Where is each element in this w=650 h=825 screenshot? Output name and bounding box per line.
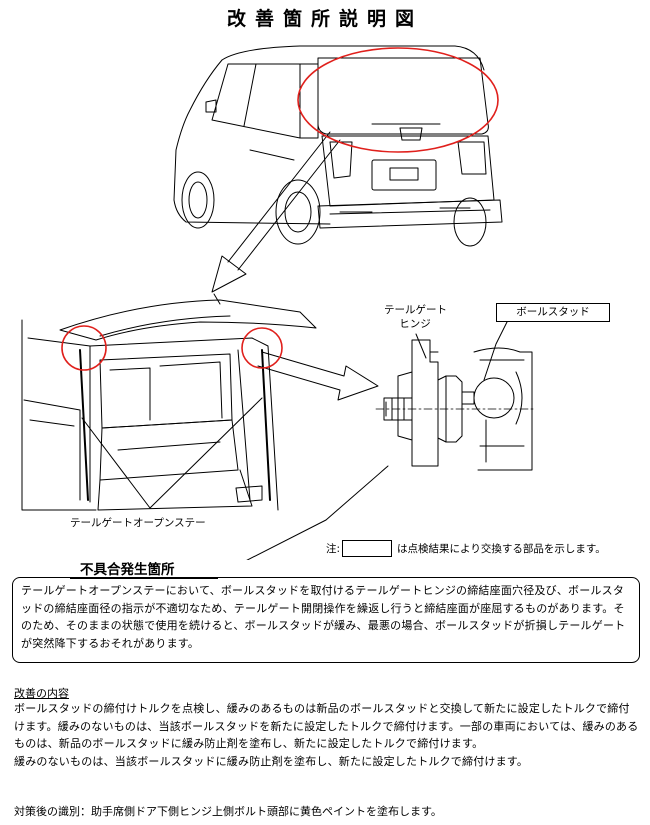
diagram-illustration [21, 45, 535, 560]
defect-description-box: テールゲートオープンステーにおいて、ボールスタッドを取付けるテールゲートヒンジの… [12, 577, 640, 663]
tailgate-hinge-label-line2: ヒンジ [399, 318, 431, 330]
ball-stud-label: ボールスタッド [496, 303, 610, 322]
defect-heading-underline [70, 577, 218, 579]
defect-heading: 不具合発生箇所 [80, 562, 175, 578]
note-suffix: は点検結果により交換する部品を示します。 [397, 543, 606, 555]
post-fix-identification: 対策後の識別：助手席側ドア下側ヒンジ上側ボルト頭部に黄色ペイントを塗布します。 [14, 805, 442, 818]
ball-stud-hinge-section-icon [375, 339, 535, 471]
improvement-body: ボールスタッドの締付けトルクを点検し、緩みのあるものは新品のボールスタッドと交換… [14, 700, 639, 770]
tailgate-hinge-label-line1: テールゲート [384, 304, 447, 316]
defect-description: テールゲートオープンステーにおいて、ボールスタッドを取付けるテールゲートヒンジの… [21, 584, 626, 650]
improvement-paragraph-1: ボールスタッドの締付けトルクを点検し、緩みのあるものは新品のボールスタッドと交換… [14, 702, 639, 750]
page-title: 改善箇所説明図 [226, 8, 423, 30]
open-tailgate-view-icon [21, 293, 317, 511]
note-prefix: 注: [326, 543, 341, 555]
note-legend-box [342, 540, 393, 557]
replacement-note: 注: は点検結果により交換する部品を示します。 [326, 540, 606, 557]
tailgate-open-stay-label: テールゲートオープンステー [70, 517, 206, 529]
car-rear-view-icon [173, 45, 503, 247]
tailgate-hinge-label: テールゲート ヒンジ [384, 303, 447, 331]
improvement-paragraph-2: 緩みのないものは、当該ボールスタッドに緩み防止剤を塗布し、新たに設定したトルクで… [14, 754, 529, 768]
improvement-heading: 改善の内容 [14, 687, 69, 700]
